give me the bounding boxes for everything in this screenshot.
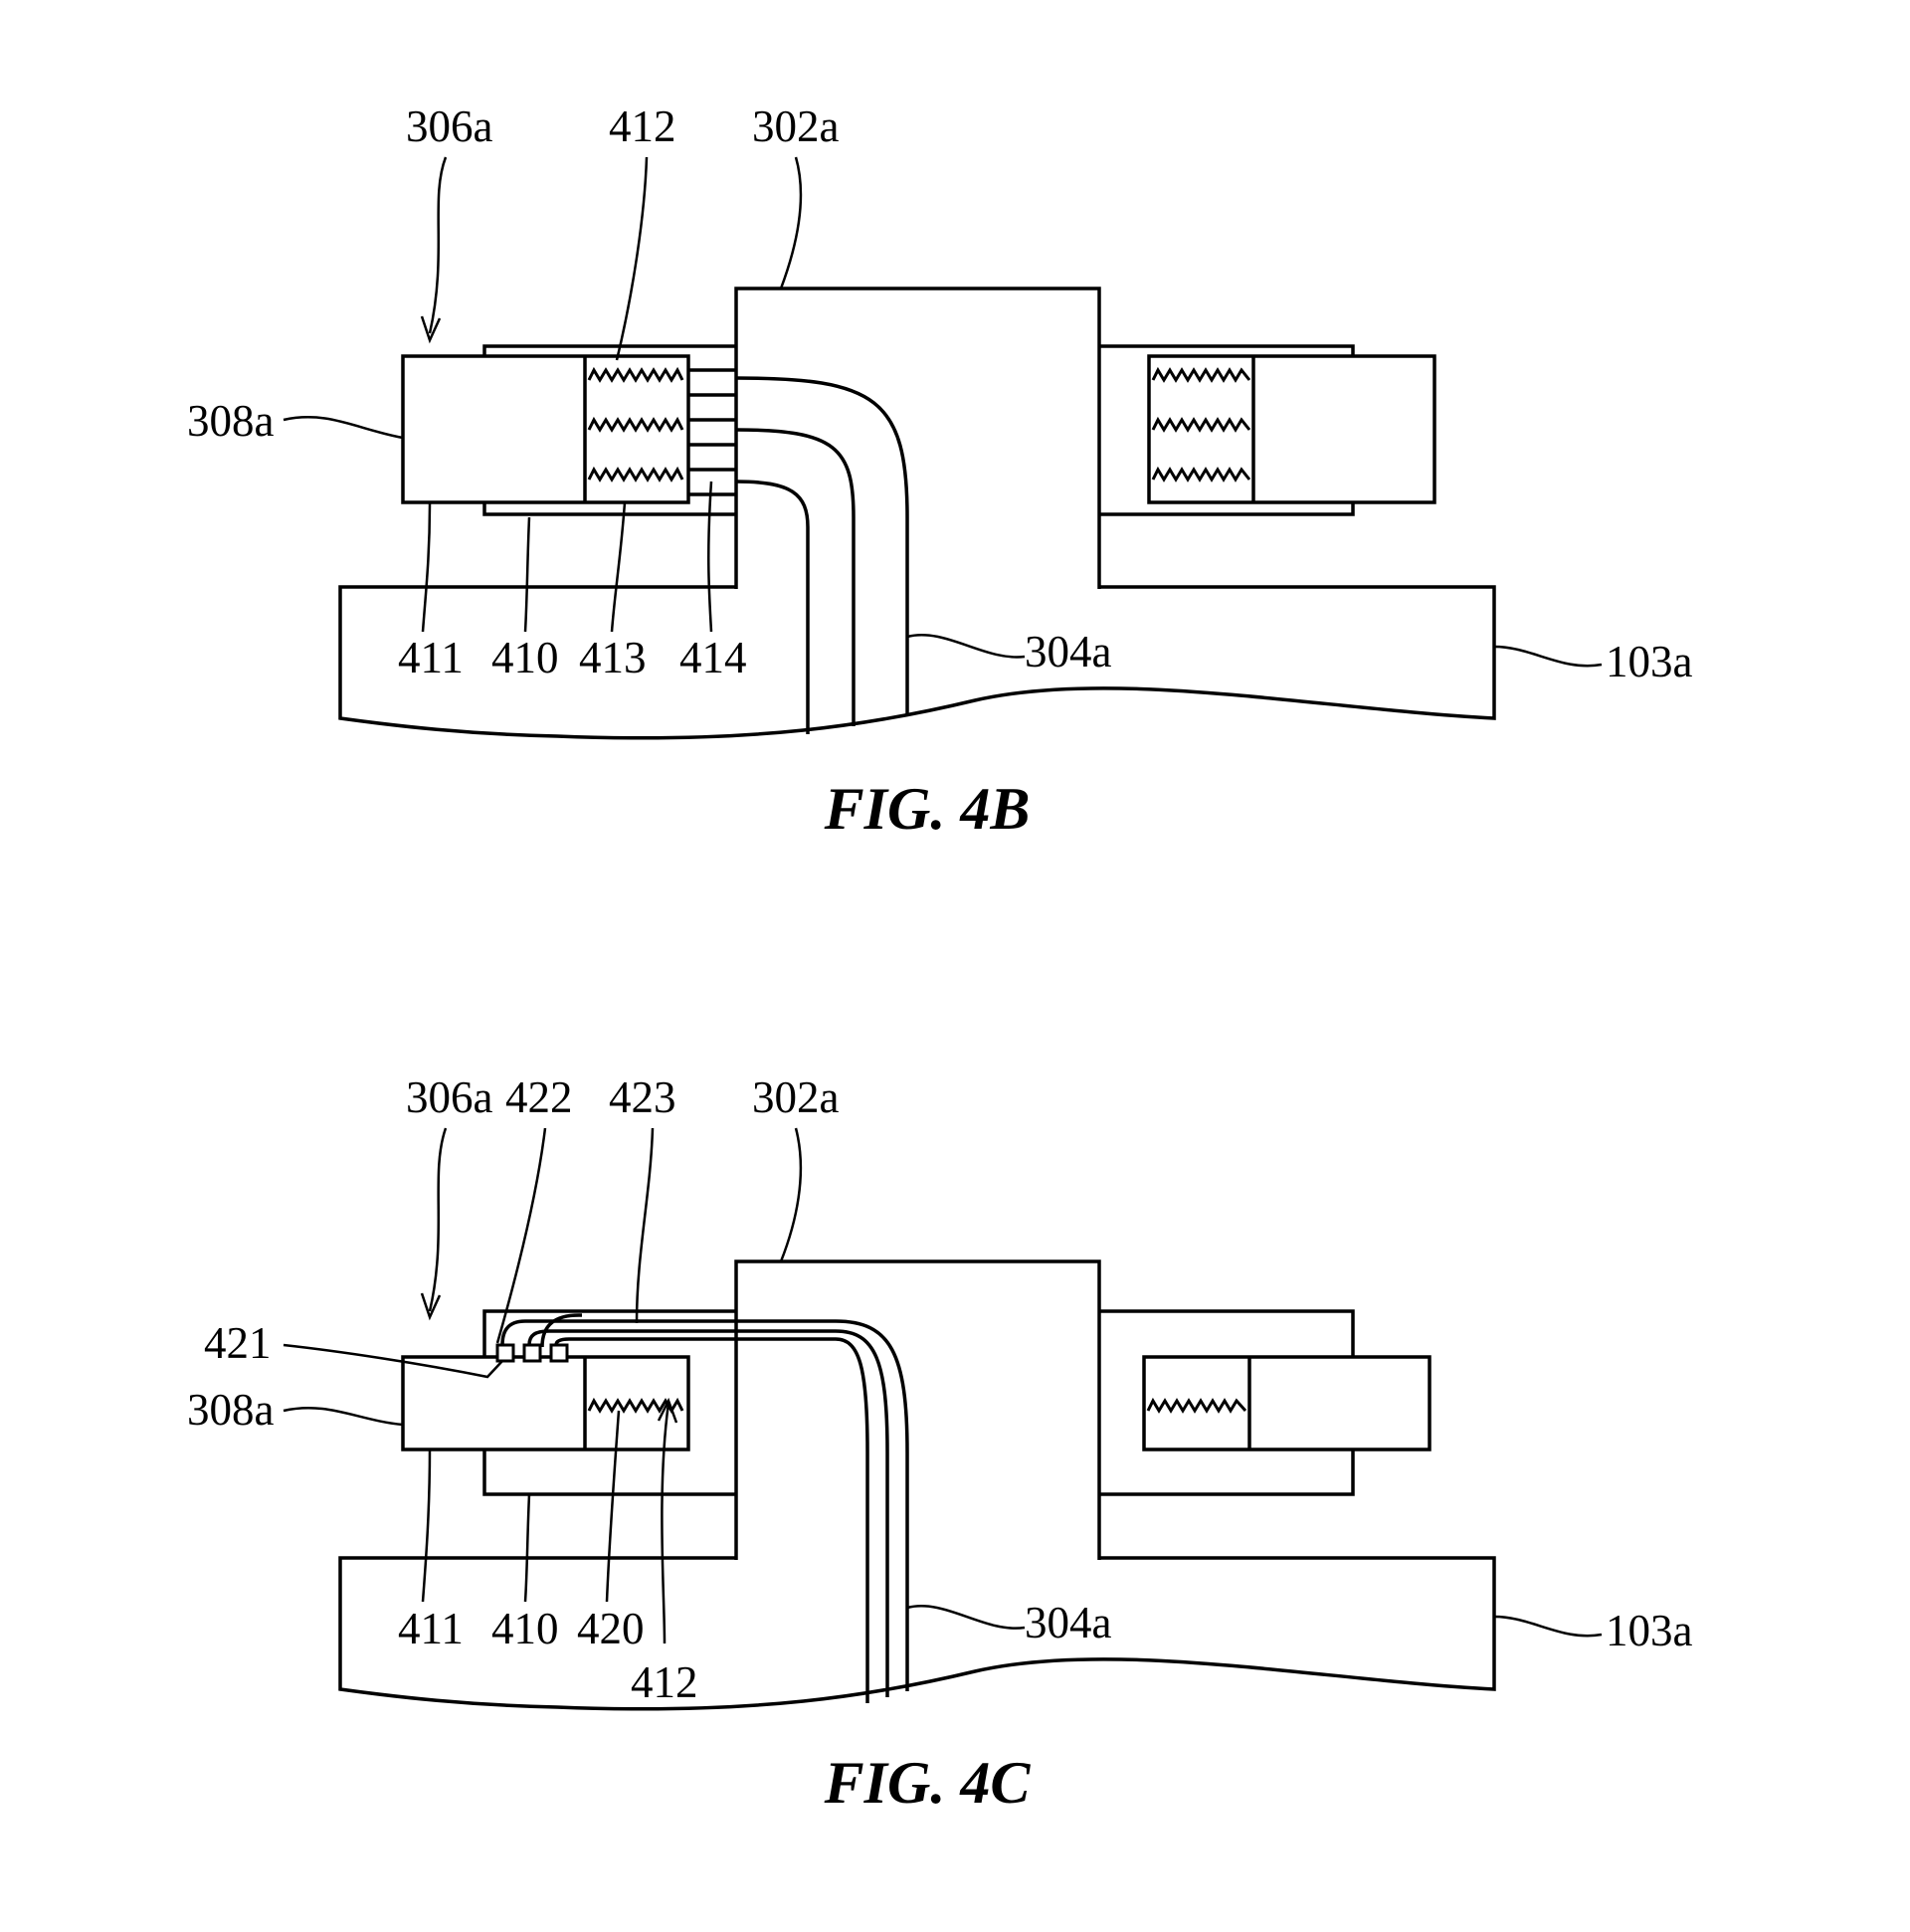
connector-414 bbox=[688, 368, 736, 496]
label-411: 411 bbox=[398, 633, 464, 682]
label-308a: 308a bbox=[187, 1385, 275, 1435]
label-412: 412 bbox=[631, 1657, 698, 1707]
label-420: 420 bbox=[577, 1604, 645, 1653]
label-302a: 302a bbox=[752, 101, 840, 151]
label-306a: 306a bbox=[406, 1072, 493, 1122]
leader-lines-4b bbox=[283, 156, 1603, 668]
label-308a: 308a bbox=[187, 396, 275, 446]
block-308a-left bbox=[401, 1355, 690, 1451]
leader-lines-4c bbox=[283, 1127, 1603, 1644]
label-304a: 304a bbox=[1025, 1598, 1112, 1647]
label-422: 422 bbox=[505, 1072, 573, 1122]
label-410: 410 bbox=[491, 633, 559, 682]
column-302a bbox=[734, 287, 1101, 589]
label-411: 411 bbox=[398, 1604, 464, 1653]
figure-4b: 306a 412 302a 308a 411 410 413 414 304a … bbox=[187, 101, 1693, 842]
springs-412-left bbox=[587, 366, 684, 483]
label-421: 421 bbox=[204, 1318, 272, 1368]
reference-labels-4c: 306a 422 423 302a 421 308a 411 410 420 4… bbox=[187, 1072, 1693, 1707]
cable-304a bbox=[500, 1313, 909, 1703]
contact-pads-421 bbox=[495, 1343, 569, 1363]
block-right bbox=[1147, 354, 1436, 504]
label-302a: 302a bbox=[752, 1072, 840, 1122]
label-306a: 306a bbox=[406, 101, 493, 151]
cable-304a bbox=[735, 376, 909, 734]
label-103a: 103a bbox=[1606, 637, 1693, 686]
label-414: 414 bbox=[679, 633, 747, 682]
base-103a bbox=[338, 585, 1496, 740]
label-304a: 304a bbox=[1025, 627, 1112, 676]
springs-right bbox=[1151, 366, 1251, 483]
block-308a-left bbox=[401, 354, 690, 504]
figure-caption-4b: FIG. 4B bbox=[824, 776, 1031, 842]
label-413: 413 bbox=[579, 633, 647, 682]
spring-right bbox=[1146, 1397, 1247, 1414]
reference-labels-4b: 306a 412 302a 308a 411 410 413 414 304a … bbox=[187, 101, 1693, 686]
label-410: 410 bbox=[491, 1604, 559, 1653]
base-103a bbox=[338, 1556, 1496, 1711]
label-423: 423 bbox=[609, 1072, 676, 1122]
column-302a bbox=[734, 1259, 1101, 1560]
figure-caption-4c: FIG. 4C bbox=[824, 1750, 1032, 1816]
label-412: 412 bbox=[609, 101, 676, 151]
figure-4c: 306a 422 423 302a 421 308a 411 410 420 4… bbox=[187, 1072, 1693, 1816]
label-103a: 103a bbox=[1606, 1606, 1693, 1655]
